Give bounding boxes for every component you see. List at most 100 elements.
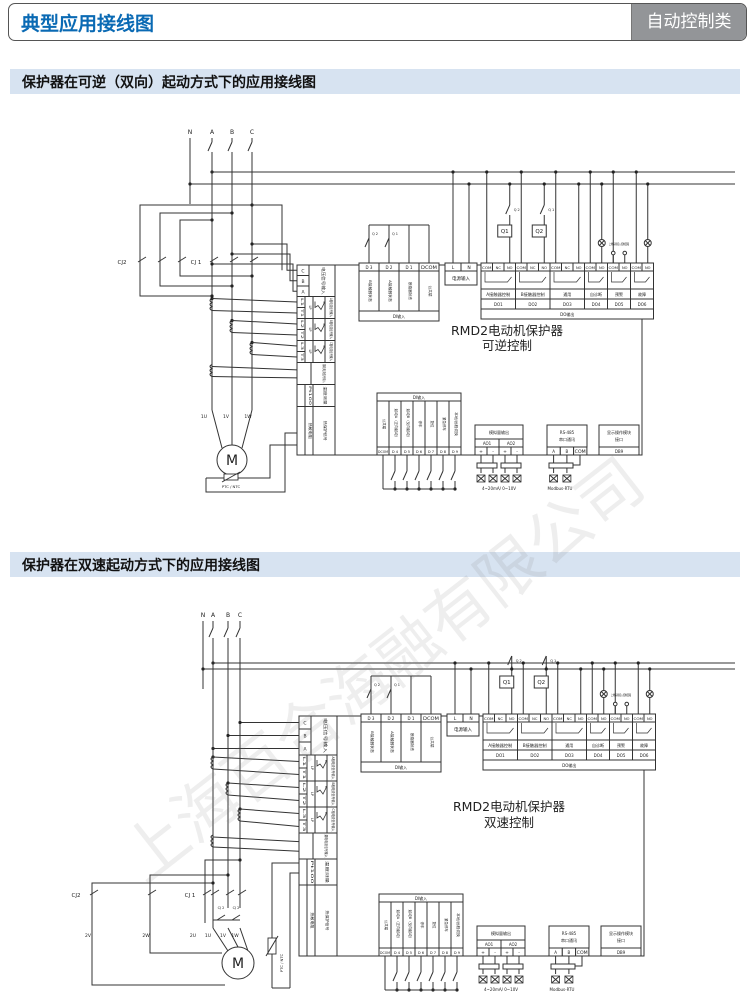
screw-cross — [476, 474, 486, 483]
ptc-wire — [205, 432, 297, 493]
contactor-contact — [225, 889, 235, 896]
junction-dot — [556, 661, 560, 665]
ct-input-label: B相电流信号输入 — [329, 320, 334, 340]
display-label: 显示操作模块 — [609, 930, 633, 936]
ct-type-label: LP — [308, 305, 312, 309]
pt100-cell — [296, 384, 306, 407]
relay-symbol-icon — [316, 786, 327, 795]
analog-range: 4~20mA/ 0~10V — [482, 486, 516, 491]
analog-label: 模拟量输出 — [489, 429, 509, 435]
do-pin-label: COM — [482, 266, 492, 270]
pt100-label: 温度测量 — [325, 861, 330, 884]
junction-dot — [230, 318, 234, 323]
device-title: RMD2电动机保护器 — [453, 799, 566, 814]
junction-dot — [201, 667, 205, 671]
speed2-wire — [149, 874, 228, 954]
junction-dot — [250, 274, 254, 278]
di-bottom-pin-label: D 5 — [406, 951, 412, 955]
di-top-pin-label: D 1 — [408, 716, 415, 721]
analog-channel-label: AO1 — [483, 441, 492, 446]
junction-dot — [588, 170, 592, 174]
rs485-shield-wire — [575, 956, 583, 967]
section-header-reversible: 保护器在可逆（双向）起动方式下的应用接线图 — [10, 69, 740, 94]
di-bottom-pin-label: D 9 — [452, 450, 459, 454]
do-contact-cell — [549, 270, 585, 290]
ct-pin-label: T1 — [300, 307, 304, 317]
thermal-label: 热保护信号 — [325, 911, 330, 932]
switch-contact — [364, 237, 370, 248]
do-group-label: DO输出 — [562, 762, 576, 768]
ct-wire — [231, 320, 298, 325]
di-bottom-pin-label: D 8 — [440, 450, 447, 454]
ct-pin-label: L1 — [302, 757, 306, 767]
do-channel-name: DO1 — [494, 302, 503, 307]
switch-contact — [426, 470, 432, 481]
di-bottom-pin-label: D 4 — [392, 450, 399, 454]
di-bottom-pin-label: D 7 — [430, 951, 436, 955]
power-label: 电源输入 — [452, 275, 470, 282]
di-top-pin-label: DCOM — [423, 716, 440, 721]
motor-icon — [221, 946, 255, 980]
do-pin-label: NC — [567, 717, 573, 721]
relay-symbol-icon — [316, 812, 327, 821]
terminal-icon — [624, 701, 630, 707]
ct-input-label: A相电流信号输入 — [331, 757, 336, 781]
leakage-ct-icon — [210, 834, 215, 848]
di-bottom-group-label: DI输入 — [415, 895, 427, 901]
di-top-function-label: 公共端 — [428, 286, 433, 297]
phase-label-B: B — [226, 612, 230, 619]
breaker-contact — [223, 627, 229, 638]
do-pin-label: COM — [517, 266, 527, 270]
do-pin-label: COM — [484, 717, 494, 721]
breaker-contact — [235, 627, 241, 638]
section-title-reversible: 保护器在可逆（双向）起动方式下的应用接线图 — [22, 75, 316, 91]
do-pin-label: NC — [496, 266, 502, 270]
ptc-wire — [271, 862, 299, 988]
voltage-feed — [252, 204, 283, 271]
analog-sign: - — [516, 450, 518, 455]
di-top-group-label: DI输入 — [395, 764, 407, 770]
do-function-label: 自诊断 — [592, 742, 604, 748]
screw-cross — [551, 975, 560, 984]
wire — [212, 263, 297, 292]
wire — [239, 927, 249, 952]
analog-sign: - — [492, 450, 494, 455]
junction-dot — [226, 873, 230, 877]
di-bottom-pin-label: D 7 — [428, 450, 434, 454]
contactor-contact — [229, 256, 239, 263]
do-function-label: A接触器控制 — [486, 291, 510, 297]
rs485-shield-wire — [573, 455, 581, 466]
analog-range: 4~20mA/ 0~10V — [484, 987, 518, 992]
power-label-cell — [444, 270, 478, 286]
di-bottom-pin-label: D 4 — [394, 951, 401, 955]
junction-dot — [210, 262, 214, 266]
junction-dot — [238, 858, 242, 862]
do-pin-label: COM — [609, 266, 619, 270]
ct-type-label: LP — [310, 818, 314, 822]
display-pin — [600, 947, 642, 957]
wire — [227, 927, 239, 948]
ct-wire — [231, 332, 298, 336]
interlock-label: CJ 2 — [233, 906, 240, 910]
junction-dot — [613, 661, 617, 665]
lamp-cross — [646, 691, 653, 697]
current-transformer-icon — [249, 342, 254, 355]
switch-contact — [402, 470, 408, 481]
contactor-contact — [177, 256, 187, 263]
di-top-function-label: B接触器状态 — [370, 731, 375, 753]
contact-label: Q 1 — [394, 683, 400, 687]
ct-input-label: C相电流信号输入 — [331, 809, 336, 833]
do-contact-cell — [515, 270, 551, 290]
contact-label: Q 1 — [550, 659, 556, 663]
di-bottom-function-label: 起动B（反向起动） — [408, 910, 413, 941]
do-channel-name: DO5 — [617, 753, 626, 758]
junction-dot — [451, 170, 455, 174]
switch-contact — [366, 688, 372, 699]
rs485-protocol: Modbus-RTU — [548, 486, 573, 491]
ct-wire — [211, 298, 298, 303]
junction-dot — [542, 182, 546, 186]
di-top-pin-label: D 2 — [388, 716, 395, 721]
do-pin-label: NO — [599, 266, 605, 270]
current-transformer-icon — [225, 782, 230, 796]
